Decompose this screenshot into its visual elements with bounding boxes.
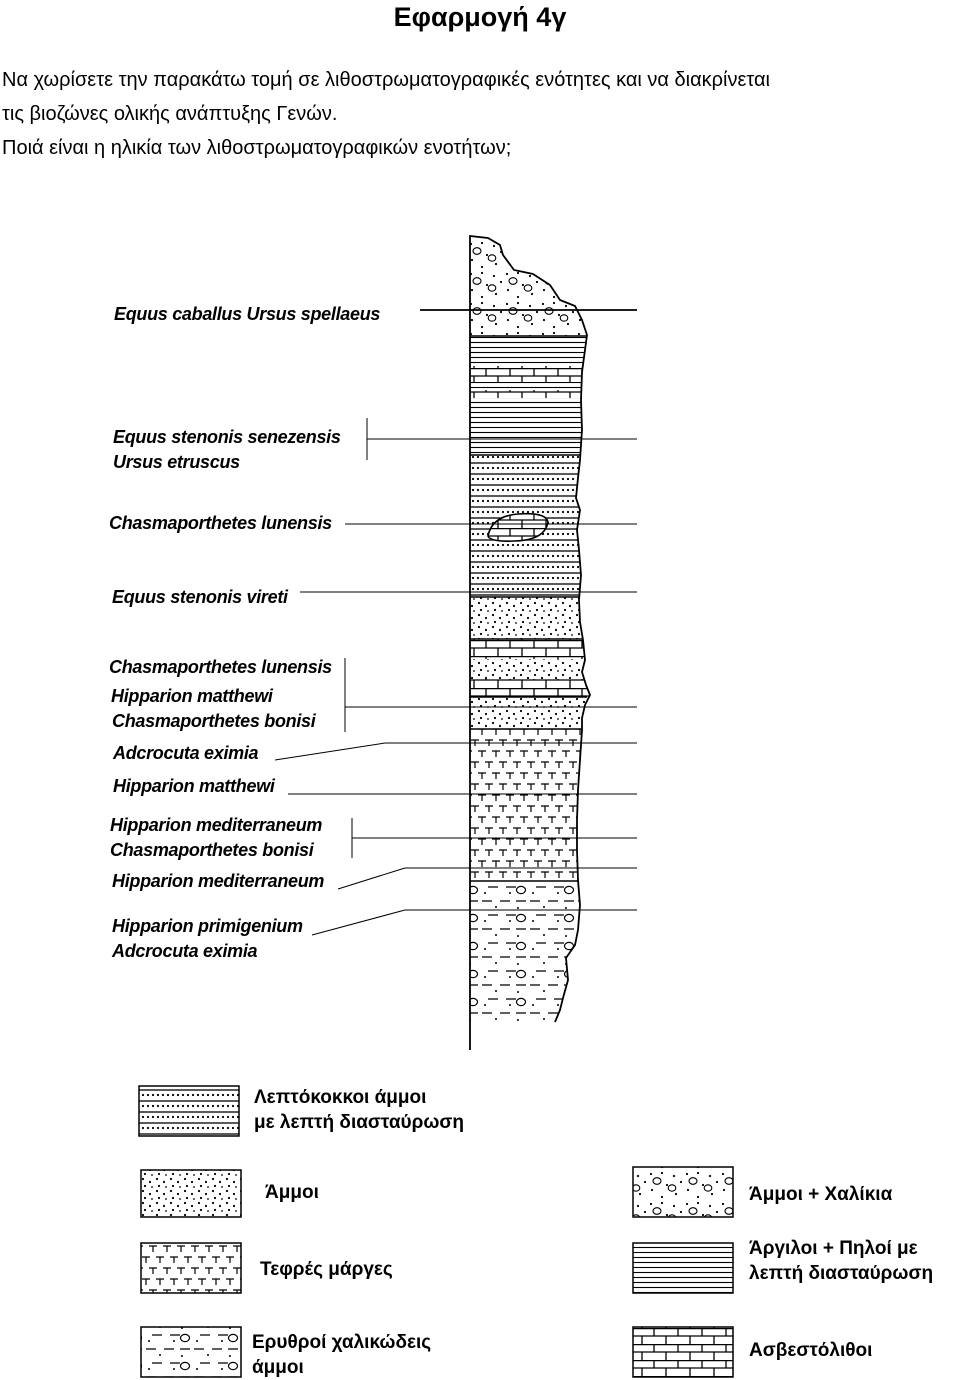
layer-limestone-2 <box>470 390 595 398</box>
layer-limestone-4 <box>470 679 595 697</box>
legend-label-fine-sands-1: Λεπτόκοκκοι άμμοι <box>254 1085 426 1110</box>
legend-label-grey-marls: Τεφρές μάργες <box>260 1257 393 1282</box>
species-label: Chasmaporthetes bonisi <box>110 840 313 861</box>
layer-sands-3 <box>470 697 595 729</box>
layer-clays-1 <box>470 336 595 366</box>
legend-label-clays-1: Άργιλοι + Πηλοί με <box>749 1236 918 1261</box>
legend-label-sands-gravels: Άμμοι + Χαλίκια <box>749 1182 892 1207</box>
layer-limestone-3 <box>470 639 595 659</box>
legend-label-red-sands-1: Ερυθροί χαλικώδεις <box>252 1330 431 1355</box>
species-label: Equus caballus Ursus spellaeus <box>114 304 380 325</box>
species-label: Hipparion mediterraneum <box>110 815 322 836</box>
task-line-1: Να χωρίσετε την παρακάτω τομή σε λιθοστρ… <box>2 69 770 92</box>
species-label: Hipparion matthewi <box>113 776 275 797</box>
species-label: Chasmaporthetes lunensis <box>109 513 332 534</box>
layer-limestone-1 <box>470 366 595 382</box>
legend-swatch-red-sands <box>141 1327 241 1377</box>
legend-swatch-grey-marls <box>141 1243 241 1293</box>
legend-swatch-clays <box>633 1243 733 1293</box>
legend-swatch-limestones <box>633 1327 733 1377</box>
pointer-line-10a <box>312 910 405 935</box>
task-line-2: τις βιοζώνες ολικής ανάπτυξης Γενών. <box>2 103 337 126</box>
layer-clays-2 <box>470 382 595 390</box>
pointer-line-6a <box>275 743 385 760</box>
pointer-lines <box>275 310 637 935</box>
layer-clays-3 <box>470 398 595 455</box>
species-label: Ursus etruscus <box>113 452 240 473</box>
species-label: Adcrocuta eximia <box>113 743 258 764</box>
legend-label-fine-sands-2: με λεπτή διασταύρωση <box>254 1110 464 1135</box>
layer-red-gravelly-sands <box>470 881 595 1022</box>
layer-sands-1 <box>470 597 595 639</box>
legend-label-red-sands-2: άμμοι <box>252 1355 304 1380</box>
species-label: Hipparion matthewi <box>111 686 273 707</box>
legend-swatch-fine-sands <box>139 1086 239 1136</box>
legend-label-sands: Άμμοι <box>265 1180 319 1205</box>
layer-sands-gravels-top <box>470 236 595 336</box>
species-label: Hipparion mediterraneum <box>112 871 324 892</box>
legend-label-clays-2: λεπτή διασταύρωση <box>749 1261 933 1286</box>
species-label: Equus stenonis vireti <box>112 587 288 608</box>
species-label: Chasmaporthetes lunensis <box>109 657 332 678</box>
species-label: Chasmaporthetes bonisi <box>112 711 315 732</box>
legend-swatch-sands-gravels <box>633 1167 733 1217</box>
species-label: Hipparion primigenium <box>112 916 303 937</box>
species-label: Equus stenonis senezensis <box>113 427 341 448</box>
legend-label-limestones: Ασβεστόλιθοι <box>749 1338 872 1363</box>
layer-grey-marls <box>470 729 595 881</box>
page-title: Εφαρμογή 4γ <box>0 2 960 33</box>
task-line-3: Ποιά είναι η ηλικία των λιθοστρωματογραφ… <box>2 137 511 160</box>
layer-sands-2 <box>470 659 595 679</box>
pointer-line-9a <box>338 868 405 889</box>
legend-swatch-sands <box>141 1170 241 1217</box>
column-layers <box>470 236 595 1022</box>
species-label: Adcrocuta eximia <box>112 941 257 962</box>
